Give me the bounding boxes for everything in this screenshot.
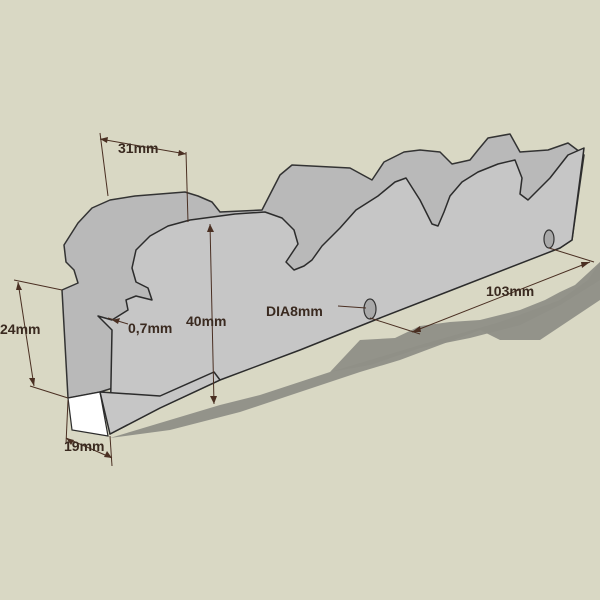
- dim-label-40mm: 40mm: [186, 313, 226, 329]
- dimension-31mm: 31mm: [99, 132, 189, 223]
- dim-label-0-7mm: 0,7mm: [128, 320, 172, 336]
- mount-hole-1: [363, 298, 377, 320]
- dimension-24mm: 24mm: [0, 279, 69, 399]
- channel-interior: [67, 391, 109, 437]
- dim-label-19mm: 19mm: [64, 438, 104, 454]
- dim-label-dia8mm: DIA8mm: [266, 303, 323, 319]
- shadow-teeth: [330, 262, 600, 372]
- dimension-0-7mm: 0,7mm: [107, 317, 172, 336]
- dimension-dia8mm: DIA8mm: [266, 303, 367, 319]
- front-plate: [97, 147, 585, 435]
- dim-label-31mm: 31mm: [118, 140, 158, 156]
- dimension-19mm: 19mm: [64, 399, 113, 467]
- dim-label-24mm: 24mm: [0, 321, 40, 337]
- mount-hole-2: [543, 229, 555, 249]
- dimension-103mm: 103mm: [369, 247, 595, 335]
- dim-label-103mm: 103mm: [486, 283, 534, 299]
- channel-base: [99, 371, 221, 435]
- dimension-40mm: 40mm: [186, 223, 226, 405]
